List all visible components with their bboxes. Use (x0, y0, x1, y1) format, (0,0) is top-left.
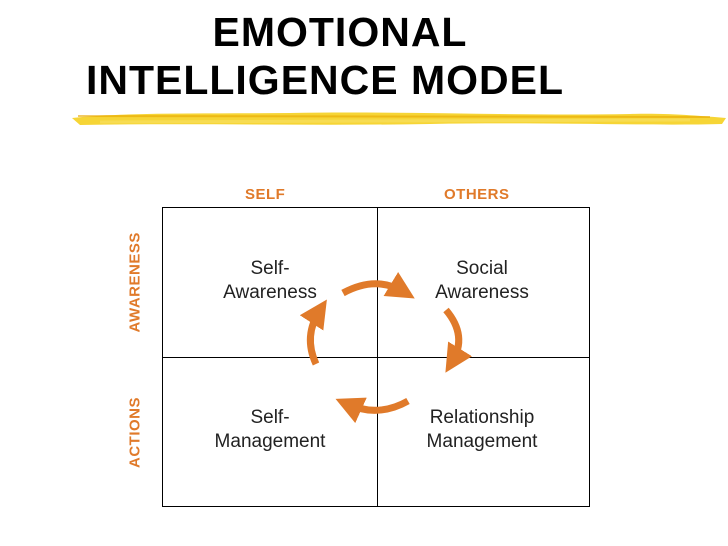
cycle-arrow-right (446, 310, 459, 362)
cycle-arrow-left (310, 310, 320, 364)
cycle-arrow-top (343, 284, 404, 293)
cycle-arrow-bottom (347, 401, 408, 410)
